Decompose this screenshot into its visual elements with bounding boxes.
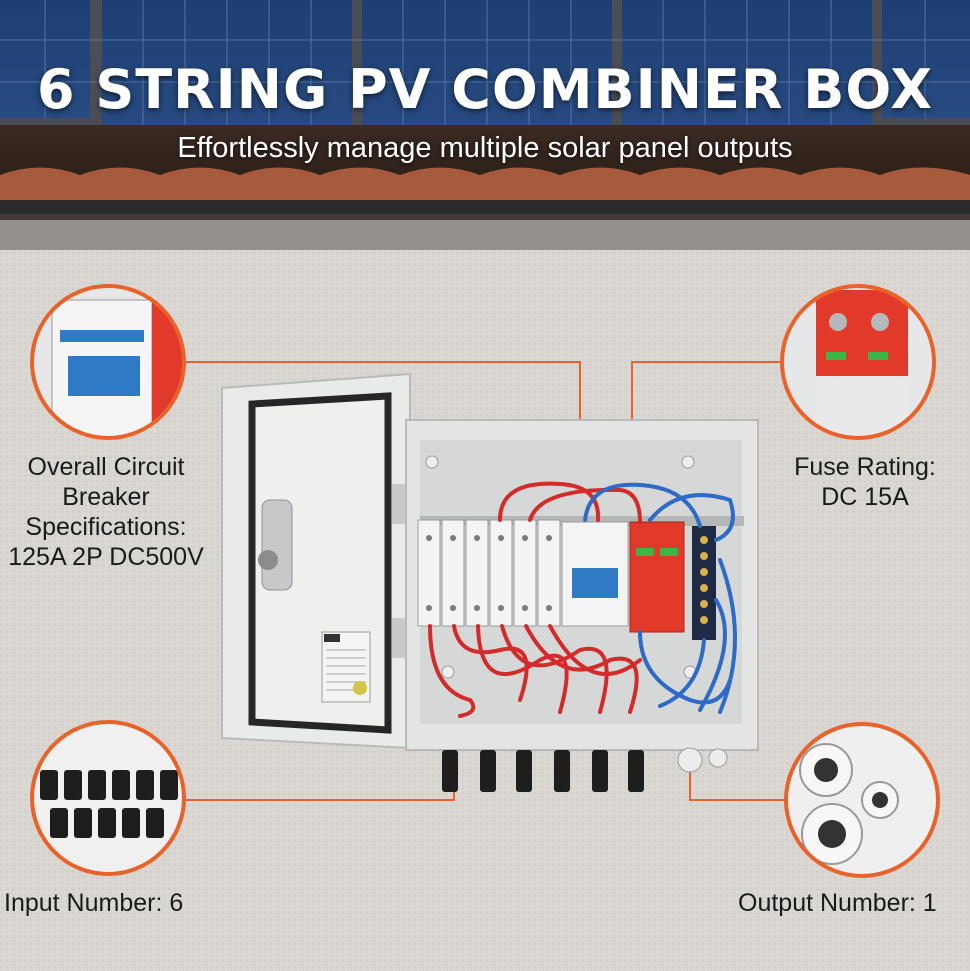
output-number-label: Output Number: 1 <box>738 889 937 917</box>
fuse-rating-line: DC 15A <box>821 483 909 511</box>
breaker-spec-line: Overall Circuit <box>27 453 185 481</box>
output-zoom-circle <box>784 722 940 878</box>
fuse-rating-line: Fuse Rating: <box>794 453 936 481</box>
input-number-label: Input Number: 6 <box>4 889 184 917</box>
roof-tiles <box>0 125 970 250</box>
enclosure-door <box>221 372 411 750</box>
fuse-rating-label: Fuse Rating: DC 15A <box>770 452 960 512</box>
breaker-spec-line: Specifications: <box>25 513 187 541</box>
breaker-spec-line: Breaker <box>62 483 150 511</box>
breaker-spec-line: 125A 2P DC500V <box>8 543 204 571</box>
breaker-zoom-circle <box>30 284 186 440</box>
input-zoom-circle <box>30 720 186 876</box>
headline-title: 6 STRING PV COMBINER BOX <box>36 58 933 121</box>
fuse-zoom-circle <box>780 284 936 440</box>
headline-subtitle: Effortlessly manage multiple solar panel… <box>177 132 793 164</box>
breaker-spec-label: Overall Circuit Breaker Specifications: … <box>0 452 220 572</box>
enclosure-body <box>405 419 759 792</box>
solar-panels <box>0 0 970 135</box>
